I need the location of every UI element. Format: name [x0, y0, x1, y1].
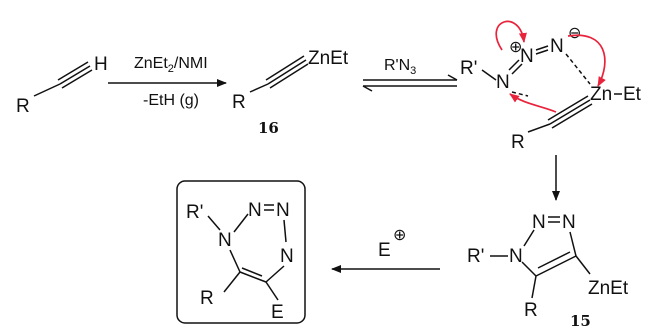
- ts-triple-2: [547, 95, 589, 121]
- acetylide-triple-1: [267, 59, 307, 85]
- product-bond-c4-c5a: [239, 271, 267, 283]
- ts-triple-1: [549, 99, 591, 125]
- product-bond-c5-n1: [229, 249, 241, 273]
- alkyne-triple-3: [61, 69, 93, 89]
- equilibrium-arrows: R'N3: [362, 57, 458, 92]
- ts-minus-charge: ⊖: [568, 25, 581, 42]
- product-n3-label: N: [276, 200, 290, 221]
- ts-plus-charge: ⊕: [509, 39, 522, 56]
- product-bond-n4-c4: [265, 265, 285, 283]
- c15-bond-c5-r: [531, 275, 537, 299]
- ts-rprime-label: R': [460, 58, 477, 79]
- c15-n3-label: N: [562, 212, 576, 233]
- acetylide-triple-2: [265, 55, 305, 81]
- compound-15-label: 15: [570, 312, 591, 330]
- triazole-product: R' N N N N R E: [176, 180, 306, 324]
- product-n1-label: N: [218, 230, 232, 251]
- step1-arrow-group: ZnEt2/NMI -EtH (g): [108, 55, 227, 109]
- acetylide-bond-r: [249, 83, 269, 93]
- product-bond-c4-c5b: [241, 267, 263, 277]
- ts-bond-n2-n3a: [535, 49, 549, 55]
- product-bond-n3-n4: [283, 219, 287, 243]
- alkyne-r-label: R: [16, 96, 30, 117]
- zinc-triazole-15: R' N N N ZnEt R 15: [467, 212, 629, 330]
- compound-16-label: 16: [258, 119, 279, 137]
- ts-dashed-n3-zn: [565, 53, 591, 85]
- ts-triple-3: [551, 103, 593, 129]
- ts-et-label: Et: [623, 84, 642, 105]
- zinc-acetylide-16: R ZnEt 16: [232, 48, 349, 137]
- reverse-half-head: [362, 85, 373, 92]
- product-e-label: E: [271, 302, 284, 323]
- alkyne-bond-r: [33, 83, 61, 97]
- c15-r-label: R: [524, 300, 538, 321]
- c15-n1-label: N: [509, 246, 523, 267]
- ts-bond-n1-n2a: [511, 63, 523, 75]
- ts-r-label: R: [511, 132, 525, 153]
- ts-n3-label: N: [550, 36, 564, 57]
- ts-bond-r: [527, 123, 551, 133]
- electrophile-charge: ⊕: [393, 227, 406, 244]
- step1-reagent-bottom: -EtH (g): [143, 92, 199, 109]
- forward-half-head: [447, 74, 458, 81]
- transition-state: R' N N ⊕ N ⊖ Zn Et R: [460, 20, 642, 153]
- step2-reagent: R'N3: [384, 57, 416, 77]
- c15-bond-c5-n1: [521, 261, 537, 277]
- product-bond-rp-n1: [207, 215, 221, 231]
- ts-zn-label: Zn: [590, 84, 612, 105]
- ts-bond-n1-n2b: [508, 59, 520, 71]
- ts-n2-label: N: [520, 46, 534, 67]
- acetylide-triple-3: [269, 63, 309, 89]
- alkyne-triple-1: [59, 65, 91, 85]
- c15-rprime-label: R': [467, 246, 484, 267]
- electrophile-step: E ⊕: [331, 227, 440, 273]
- c15-bond-c4-c5b: [537, 251, 571, 269]
- c15-bond-n1-n2: [523, 229, 535, 247]
- ts-bond-n2-n3b: [535, 45, 549, 51]
- ts-n1-label: N: [496, 72, 510, 93]
- step1-reagent-top: ZnEt2/NMI: [134, 55, 208, 75]
- curved-arrow-n3-zn: [567, 34, 606, 87]
- alkyne-triple-2: [57, 61, 89, 81]
- curved-arrow-triple-n1: [509, 93, 557, 113]
- c15-n2-label: N: [532, 212, 546, 233]
- terminal-alkyne: R H: [16, 54, 108, 117]
- c15-bond-c4-c5a: [535, 255, 577, 277]
- c15-bond-n3-c4: [569, 231, 577, 257]
- c15-bond-c4-zn: [575, 255, 591, 275]
- ts-bond-rp-n1: [481, 69, 497, 81]
- product-n4-label: N: [280, 246, 294, 267]
- product-bond-c5-r: [223, 271, 241, 293]
- product-rprime-label: R': [186, 202, 203, 223]
- product-box: [176, 180, 306, 324]
- electrophile-label: E: [378, 240, 391, 261]
- alkyne-h-label: H: [94, 54, 108, 75]
- product-bond-n1-n2: [233, 213, 249, 233]
- c15-znet-label: ZnEt: [588, 278, 629, 299]
- acetylide-znet-label: ZnEt: [308, 48, 349, 69]
- product-r-label: R: [200, 288, 214, 309]
- product-n2-label: N: [248, 200, 262, 221]
- curved-arrow-n1-n2: [495, 20, 527, 51]
- acetylide-r-label: R: [232, 92, 246, 113]
- ts-dashed-n1-c: [511, 91, 529, 97]
- product-bond-c4-e: [265, 281, 279, 301]
